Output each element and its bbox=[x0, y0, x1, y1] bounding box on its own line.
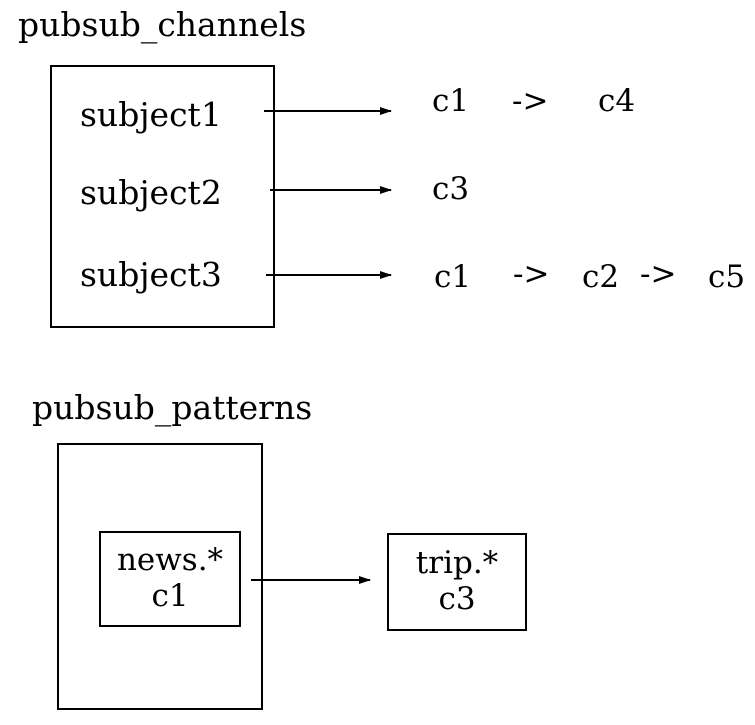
pattern-node-2-pattern: trip.* bbox=[415, 545, 499, 582]
pattern-node-1-pattern: news.* bbox=[116, 542, 224, 579]
pattern-node-2: trip.* c3 bbox=[387, 533, 527, 631]
subject-2-client-c3: c3 bbox=[432, 171, 470, 207]
pattern-node-1-client: c1 bbox=[151, 578, 189, 614]
subject-3-link-2: -> bbox=[640, 256, 677, 292]
subject-1-client-c1: c1 bbox=[432, 83, 470, 119]
subject-1-label: subject1 bbox=[80, 95, 222, 134]
subject-3-client-c1: c1 bbox=[434, 259, 472, 295]
subject-3-client-c2: c2 bbox=[582, 259, 620, 295]
subject-3-client-c5: c5 bbox=[708, 259, 746, 295]
subject-3-link-1: -> bbox=[513, 256, 550, 292]
subject-2-label: subject2 bbox=[80, 173, 222, 212]
patterns-title: pubsub_patterns bbox=[32, 388, 313, 427]
pattern-node-2-client: c3 bbox=[438, 581, 476, 617]
subject-1-client-c4: c4 bbox=[598, 83, 636, 119]
subject-3-label: subject3 bbox=[80, 255, 222, 294]
channels-title: pubsub_channels bbox=[18, 5, 307, 44]
pattern-node-1: news.* c1 bbox=[99, 531, 241, 627]
subject-1-link-1: -> bbox=[512, 83, 549, 119]
channels-dict-box bbox=[50, 65, 275, 328]
